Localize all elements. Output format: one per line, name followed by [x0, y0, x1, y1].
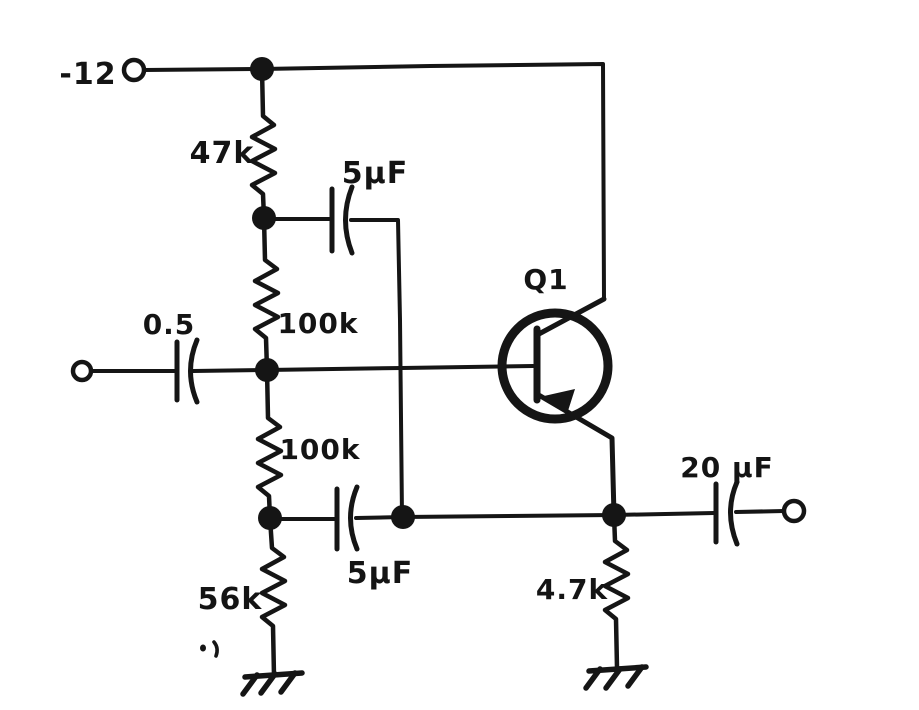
cap-plate-curved: [728, 479, 740, 547]
wire-bootstrap-drop: [349, 218, 404, 519]
label-resistor-56k: 56k: [198, 582, 263, 617]
terminal-input: [70, 359, 94, 383]
ink-speck: [200, 644, 206, 652]
junction-dot-emitter: [602, 503, 626, 527]
junction-dot-bootstrap: [391, 505, 415, 529]
ground-tine: [583, 666, 603, 691]
terminal-supply: [121, 57, 147, 83]
label-resistor-47k: 47k: [190, 136, 255, 171]
label-transistor-q1: Q1: [523, 263, 568, 296]
transistor-collector-lead: [534, 296, 607, 338]
resistors: [249, 66, 631, 679]
transistor-emitter-arrow: [544, 389, 575, 414]
junction-dot-lower: [258, 506, 282, 530]
ink-speck: [212, 640, 219, 658]
cap-plate-curved: [188, 337, 200, 405]
terminal-output: [781, 498, 807, 524]
wire-output-right: [734, 509, 786, 514]
cap-plate-curved: [343, 184, 355, 256]
label-capacitor-5uf-bottom: 5µF: [347, 556, 413, 591]
ground-left: [240, 670, 305, 697]
capacitor-20uf-output: [713, 479, 740, 547]
junction-dot-base: [255, 358, 279, 382]
ground-tine: [278, 670, 298, 695]
ground-tine: [258, 671, 278, 696]
capacitor-5uf-bottom: [334, 484, 360, 552]
label-resistor-100k-lower: 100k: [279, 433, 360, 466]
label-resistor-100k-upper: 100k: [277, 307, 358, 340]
wire-lower-right: [401, 513, 616, 519]
capacitors: [174, 184, 740, 552]
junction-dot-rail: [250, 57, 274, 81]
stray-marks: [200, 640, 219, 658]
resistor-100k-lower: [255, 367, 284, 521]
capacitor-input-0-5: [174, 337, 200, 405]
junction-dots: [250, 57, 626, 530]
transistor-q1: [497, 296, 613, 424]
resistor-56k: [259, 515, 288, 679]
ground-right: [583, 664, 649, 691]
wire-supply-lead: [142, 67, 264, 72]
cap-plate-curved: [348, 484, 360, 552]
ground-tine: [603, 666, 623, 691]
label-capacitor-input: 0.5: [143, 308, 196, 341]
wire-output-left: [612, 511, 716, 517]
terminals: [70, 57, 807, 524]
resistor-47k: [249, 66, 278, 221]
label-supply-voltage: -12: [59, 57, 116, 92]
resistor-100k-upper: [252, 215, 281, 373]
labels: -12 47k 5µF 100k 0.5 100k Q1 56k 5µF 4.7…: [59, 57, 773, 617]
label-capacitor-20uf: 20 µF: [680, 451, 773, 484]
label-resistor-4-7k: 4.7k: [536, 573, 609, 606]
transistor-body-circle: [497, 308, 613, 424]
junction-dot-upper: [252, 206, 276, 230]
capacitor-5uf-top: [329, 184, 355, 256]
ground-tine: [240, 672, 260, 697]
resistor-4-7k: [602, 512, 631, 671]
wire-input-right: [191, 368, 268, 373]
label-capacitor-5uf-top: 5µF: [342, 156, 408, 191]
ground-tine: [625, 664, 645, 689]
